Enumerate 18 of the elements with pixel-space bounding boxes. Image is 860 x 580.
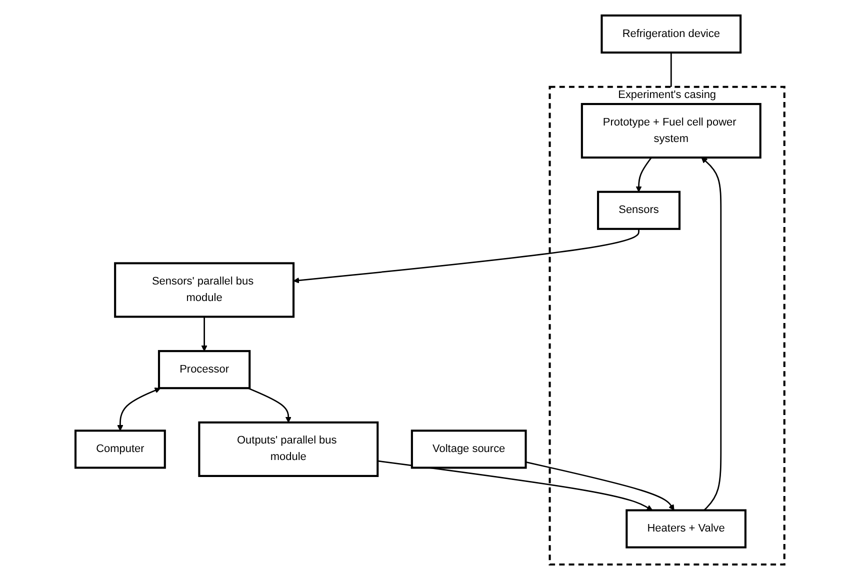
arrow bbox=[201, 316, 208, 352]
node-box: Processor bbox=[158, 350, 251, 390]
arrow bbox=[248, 388, 292, 423]
node-box: Outputs' parallel bus module bbox=[198, 421, 379, 477]
arrow bbox=[636, 157, 652, 192]
node-box: Sensors' parallel bus module bbox=[114, 262, 295, 318]
node-box: Prototype + Fuel cell power system bbox=[580, 102, 762, 159]
node-box: Voltage source bbox=[410, 430, 527, 469]
connector bbox=[670, 52, 672, 87]
arrow bbox=[526, 461, 674, 511]
node-box: Computer bbox=[74, 430, 166, 469]
arrow bbox=[701, 157, 722, 511]
node-box: Sensors bbox=[597, 190, 681, 230]
arrow bbox=[378, 460, 653, 511]
node-box: Refrigeration device bbox=[600, 14, 742, 54]
node-box: Heaters + Valve bbox=[626, 509, 747, 548]
arrow bbox=[117, 388, 161, 431]
arrow bbox=[293, 228, 640, 284]
